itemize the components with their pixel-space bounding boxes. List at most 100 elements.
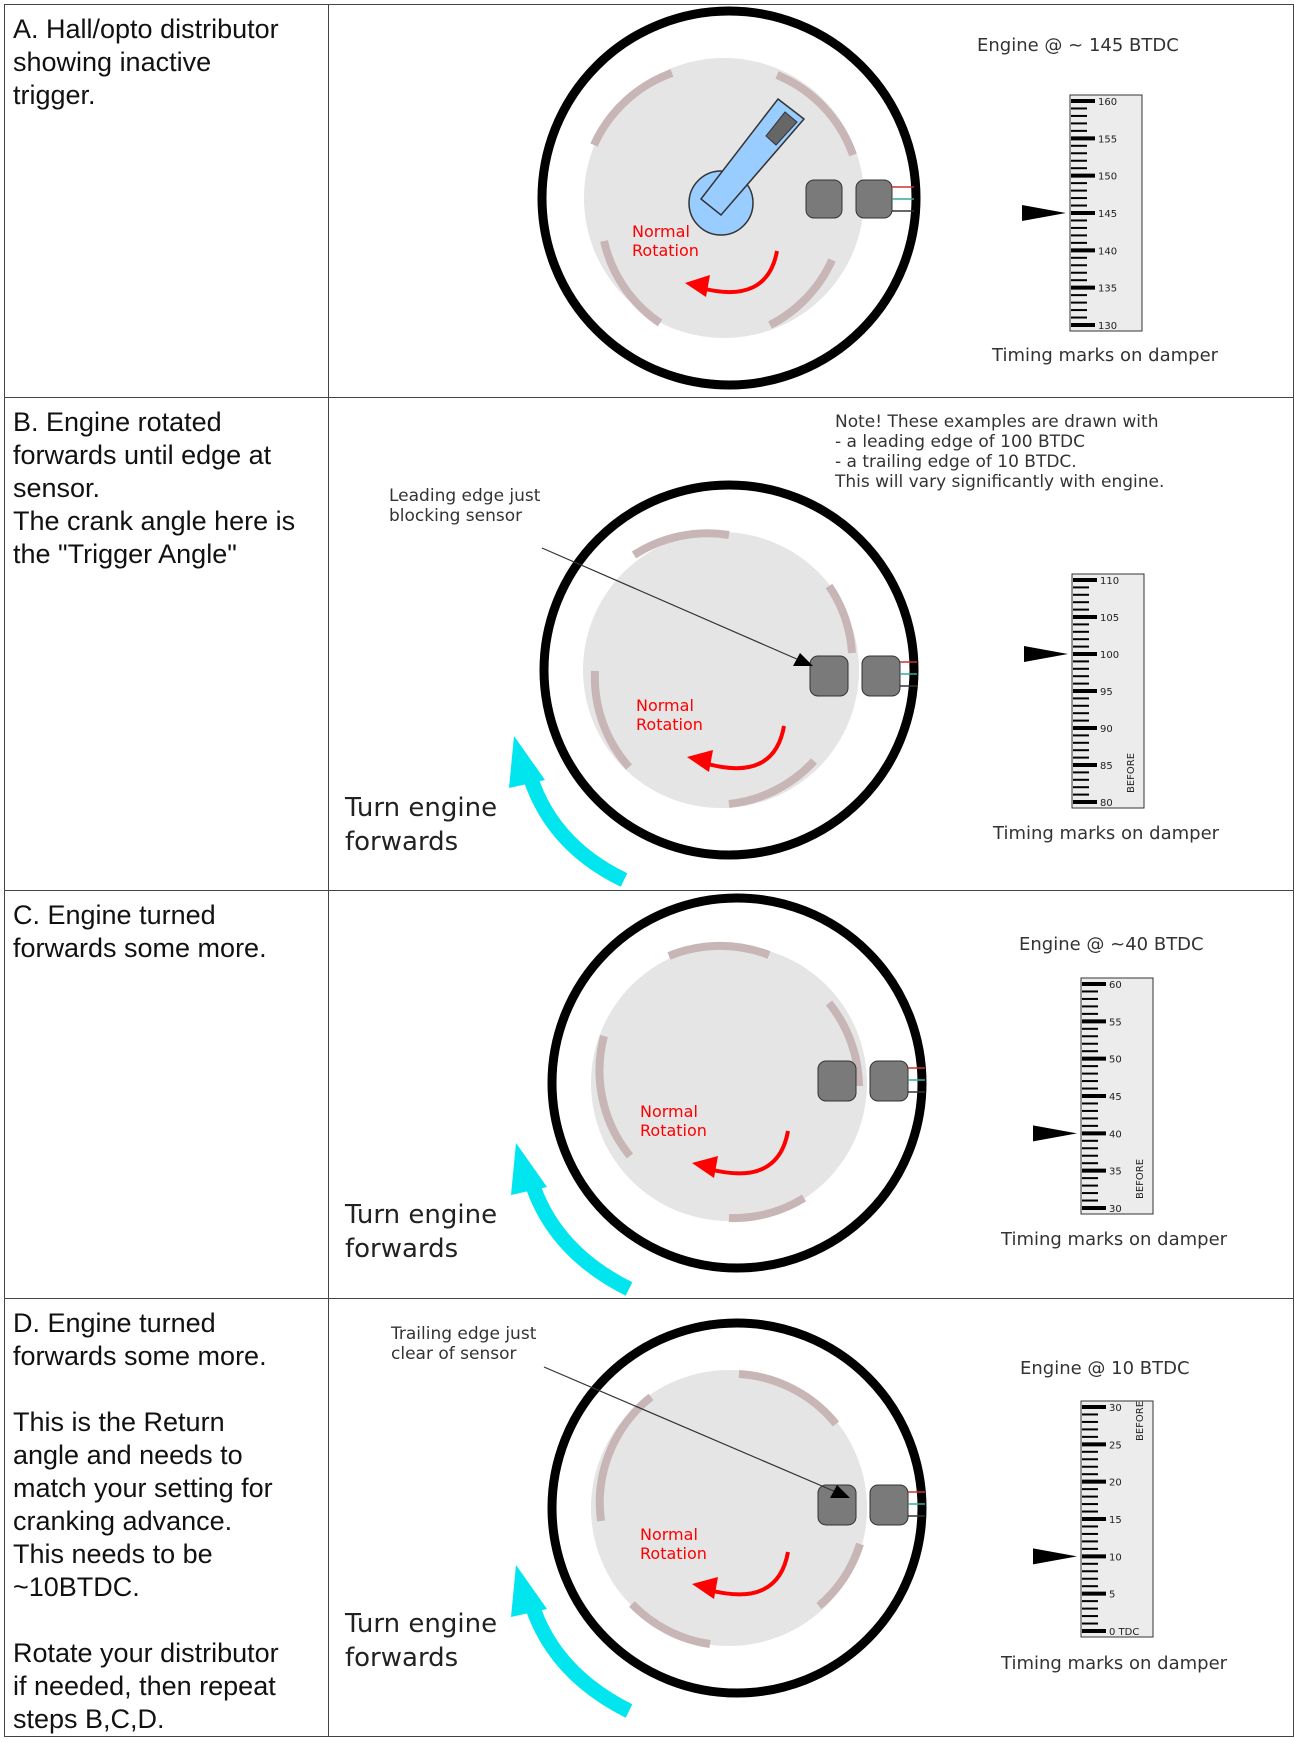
step-d-description: D. Engine turned forwards some more. Thi… xyxy=(4,1298,329,1737)
trigger-vane xyxy=(738,1370,840,1427)
trigger-vane xyxy=(595,1034,634,1159)
step-a-diagram: Normal Rotation Engine @ ~ 145 BTDC 1601… xyxy=(537,6,1219,390)
callout-line1: Trailing edge just xyxy=(390,1324,537,1344)
hall-sensor-left xyxy=(809,655,849,697)
turn-forwards-arrow xyxy=(521,1171,633,1296)
turn-forwards-arrowhead xyxy=(511,1143,547,1195)
step-c-figure: Normal Rotation Turn engine forwards Eng… xyxy=(328,890,1294,1299)
scale-tick-label: 45 xyxy=(1109,1092,1122,1103)
step-d-diagram: Trailing edge just clear of sensor Norma… xyxy=(344,1318,1228,1718)
rotation-label-line2: Rotation xyxy=(640,1544,707,1563)
timing-pointer xyxy=(1022,205,1066,221)
step-b-text: B. Engine rotated forwards until edge at… xyxy=(13,407,296,569)
step-d-text-3: Rotate your distributor if needed, then … xyxy=(13,1638,279,1734)
step-b-description: B. Engine rotated forwards until edge at… xyxy=(4,397,329,891)
trigger-vane xyxy=(825,583,856,654)
rotation-arrowhead xyxy=(692,1577,718,1599)
rotation-arrowhead xyxy=(687,750,713,772)
note-line1: Note! These examples are drawn with xyxy=(835,412,1158,432)
step-row-b: B. Engine rotated forwards until edge at… xyxy=(4,397,1294,891)
scale-tick-label: 95 xyxy=(1100,687,1113,698)
scale-tick-label: 20 xyxy=(1109,1478,1122,1489)
callout-arrowhead xyxy=(793,653,813,666)
trigger-vane xyxy=(590,69,674,147)
step-c-text: C. Engine turned forwards some more. xyxy=(13,900,267,963)
rotation-arrow xyxy=(700,250,779,294)
scale-tick-label: 30 xyxy=(1109,1403,1122,1414)
rotation-arrow xyxy=(708,1130,790,1176)
scale-tick-label: 110 xyxy=(1100,576,1119,587)
scale-tick-label: 50 xyxy=(1109,1055,1122,1066)
turn-label-line1: Turn engine xyxy=(344,1609,497,1639)
hall-sensor-left xyxy=(817,1060,857,1102)
step-b-diagram: Leading edge just blocking sensor Note! … xyxy=(344,412,1220,887)
distributor-plate xyxy=(583,532,859,808)
trigger-vane xyxy=(816,1542,864,1610)
scale-tick-label: 40 xyxy=(1109,1129,1122,1140)
rotation-label-line1: Normal xyxy=(640,1525,698,1544)
trigger-vane xyxy=(667,941,771,960)
turn-label-line1: Turn engine xyxy=(344,1200,497,1230)
scale-side-label: BEFORE xyxy=(1126,753,1137,793)
callout-arrowhead xyxy=(830,1485,850,1498)
scale-tick-label: 130 xyxy=(1098,321,1117,332)
scale-tick-label: 60 xyxy=(1109,980,1122,991)
scale-tick-label: 30 xyxy=(1109,1204,1122,1215)
scale-tick-label: 15 xyxy=(1109,1515,1122,1526)
callout-line1: Leading edge just xyxy=(389,486,541,506)
rotation-label-line1: Normal xyxy=(632,222,690,241)
engine-position-label: Engine @ ~40 BTDC xyxy=(1019,934,1204,955)
engine-position-label: Engine @ 10 BTDC xyxy=(1020,1358,1190,1379)
turn-label-line1: Turn engine xyxy=(344,793,497,823)
rotation-label-line2: Rotation xyxy=(636,715,703,734)
hall-sensor-right xyxy=(869,1484,909,1526)
step-d-text-1: D. Engine turned forwards some more. xyxy=(13,1308,267,1371)
timing-pointer xyxy=(1033,1125,1077,1142)
trigger-vane xyxy=(775,71,857,157)
turn-label-line2: forwards xyxy=(345,1643,458,1673)
timing-pointer xyxy=(1033,1548,1077,1565)
distributor-plate xyxy=(591,1370,867,1646)
rotation-arrow xyxy=(708,1551,790,1597)
scale-side-label: BEFORE xyxy=(1135,1159,1146,1199)
damper-caption: Timing marks on damper xyxy=(1000,1653,1228,1674)
turn-forwards-arrow xyxy=(519,764,628,887)
turn-forwards-arrowhead xyxy=(511,1565,547,1617)
rotation-label-line2: Rotation xyxy=(640,1121,707,1140)
step-row-d: D. Engine turned forwards some more. Thi… xyxy=(4,1298,1294,1737)
scale-tick-label: 135 xyxy=(1098,284,1117,295)
trigger-vane xyxy=(825,1000,863,1087)
rotation-label-line2: Rotation xyxy=(632,241,699,260)
trigger-vane xyxy=(629,1601,711,1648)
note-line2: - a leading edge of 100 BTDC xyxy=(835,432,1085,452)
step-row-a: A. Hall/opto distributor showing inactiv… xyxy=(4,4,1294,398)
rotor-tip xyxy=(765,111,798,146)
step-b-figure: Leading edge just blocking sensor Note! … xyxy=(328,397,1294,891)
step-d-figure: Trailing edge just clear of sensor Norma… xyxy=(328,1298,1294,1737)
damper-caption: Timing marks on damper xyxy=(1000,1229,1228,1250)
steps-table: A. Hall/opto distributor showing inactiv… xyxy=(4,4,1294,1737)
step-a-text: A. Hall/opto distributor showing inactiv… xyxy=(13,14,279,110)
scale-tick-label: 140 xyxy=(1098,246,1117,257)
scale-tick-label: 145 xyxy=(1098,209,1117,220)
timing-pointer xyxy=(1024,646,1068,662)
trigger-vane xyxy=(590,670,633,770)
step-a-description: A. Hall/opto distributor showing inactiv… xyxy=(4,4,329,398)
step-d-text-2: This is the Return angle and needs to ma… xyxy=(13,1407,273,1602)
turn-label-line2: forwards xyxy=(345,827,458,857)
scale-tick-label: 105 xyxy=(1100,613,1119,624)
trigger-vane xyxy=(728,1194,807,1223)
note-line3: - a trailing edge of 10 BTDC. xyxy=(835,452,1077,472)
callout-line xyxy=(543,1366,837,1493)
callout-line2: clear of sensor xyxy=(391,1344,516,1364)
scale-tick-label: 160 xyxy=(1098,97,1117,108)
rotation-label-line1: Normal xyxy=(640,1102,698,1121)
scale-tick-label: 35 xyxy=(1109,1167,1122,1178)
step-c-description: C. Engine turned forwards some more. xyxy=(4,890,329,1299)
scale-tick-label: 10 xyxy=(1109,1552,1122,1563)
hall-sensor-right xyxy=(869,1060,909,1102)
damper-caption: Timing marks on damper xyxy=(992,823,1220,844)
